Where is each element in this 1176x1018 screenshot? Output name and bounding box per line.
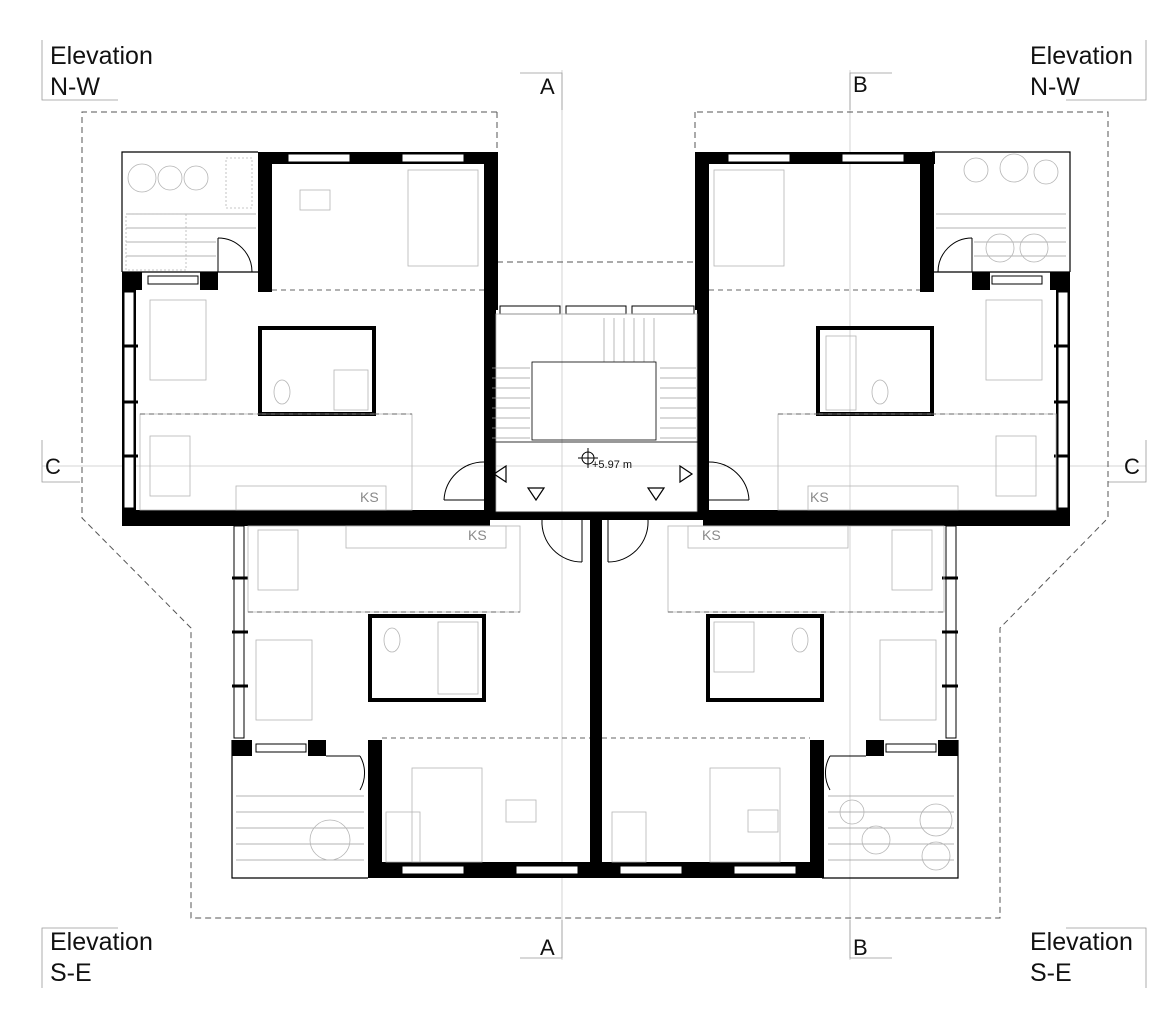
storage-label-bottom-right: KS — [702, 527, 721, 543]
elevation-se-right-line1: Elevation — [1030, 928, 1133, 956]
doors — [217, 237, 973, 791]
elevation-se-left-line1: Elevation — [50, 928, 153, 956]
section-a-top: A — [540, 74, 555, 99]
section-a-bottom: A — [540, 935, 555, 960]
roof-outline — [81, 111, 1109, 919]
elevation-label-nw-left: Elevation N-W — [50, 42, 153, 101]
terraces — [125, 153, 1066, 871]
section-c-left: C — [45, 454, 61, 479]
elevation-label-nw-right: Elevation N-W — [1030, 42, 1133, 101]
section-b-bottom: B — [853, 935, 868, 960]
stairwell — [489, 313, 704, 513]
storage-label-top-right: KS — [810, 489, 829, 505]
windows — [122, 153, 1070, 875]
elevation-nw-left-line2: N-W — [50, 73, 100, 101]
storage-label-bottom-left: KS — [468, 527, 487, 543]
walls — [122, 152, 1070, 878]
elevation-label-se-right: Elevation S-E — [1030, 928, 1133, 987]
section-b-top: B — [853, 72, 868, 97]
storage-label-top-left: KS — [360, 489, 379, 505]
interior-lines — [139, 169, 1057, 863]
elevation-nw-right-line1: Elevation — [1030, 42, 1133, 70]
elevation-nw-left-line1: Elevation — [50, 42, 153, 70]
stair-level-label: +5.97 m — [592, 459, 632, 471]
section-c-right: C — [1124, 454, 1140, 479]
elevation-frames — [41, 40, 1147, 988]
elevation-nw-right-line2: N-W — [1030, 73, 1080, 101]
elevation-se-left-line2: S-E — [50, 959, 92, 987]
building-outline — [121, 151, 1071, 879]
elevation-label-se-left: Elevation S-E — [50, 928, 153, 987]
elevation-se-right-line2: S-E — [1030, 959, 1072, 987]
